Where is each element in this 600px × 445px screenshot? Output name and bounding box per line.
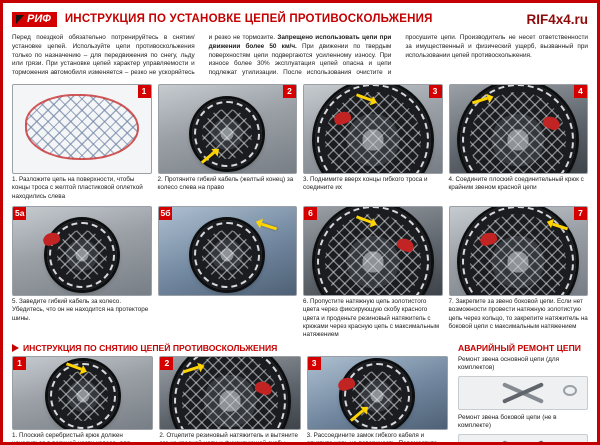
red-triangle-icon xyxy=(12,343,19,352)
removal-step-1: 1 1. Плоский серебристый крюк должен нах… xyxy=(12,355,154,445)
repair-tools-illustration xyxy=(458,375,588,410)
step-photo: 4 xyxy=(448,84,588,175)
install-step-7: 7 7. Закрепите за звено боковой цепи. Ес… xyxy=(448,206,588,339)
tire-illustration xyxy=(46,220,117,291)
step-number-badge: 3 xyxy=(428,85,442,99)
step-number-badge: 7 xyxy=(574,207,587,221)
tire-illustration xyxy=(342,361,413,429)
step-photo: 7 xyxy=(448,206,588,297)
install-step-6: 6 6. Пропустите натяжную цепь золотистог… xyxy=(303,206,443,339)
step-number-badge: 1 xyxy=(137,85,151,99)
step-number-badge: 4 xyxy=(574,85,587,99)
step-photo: 5а xyxy=(12,206,152,297)
install-step-5b: 5б xyxy=(157,206,297,339)
tire-illustration xyxy=(192,98,263,169)
install-step-3: 3 3. Поднимите вверх концы гибкого троса… xyxy=(303,84,443,201)
site-url: RIF4x4.ru xyxy=(526,11,588,27)
bottom-section: 1 1. Плоский серебристый крюк должен нах… xyxy=(12,355,588,445)
step-photo: 5б xyxy=(157,206,297,297)
logo-flag-icon xyxy=(16,14,24,24)
yellow-arrow-icon xyxy=(260,222,277,231)
intro-warning: Запрещено использовать цепи при движении… xyxy=(208,34,392,50)
step-number-badge: 5б xyxy=(158,207,173,221)
section-headers: ИНСТРУКЦИЯ ПО СНЯТИЮ ЦЕПЕЙ ПРОТИВОСКОЛЬЖ… xyxy=(12,343,588,353)
install-steps-grid: 1 1. Разложите цепь на поверхности, чтоб… xyxy=(12,84,588,339)
repair-item-main-chain: Ремонт звена основной цепи (для комплект… xyxy=(458,356,588,410)
step-photo: 3 xyxy=(306,355,448,430)
install-step-5a: 5а 5. Заведите гибкий кабель за колесо. … xyxy=(12,206,152,339)
repair-item-side-chain: Ремонт звена боковой цепи (не в комплект… xyxy=(458,413,588,442)
repair-title-text: АВАРИЙНЫЙ РЕМОНТ ЦЕПИ xyxy=(458,342,581,353)
tire-illustration xyxy=(460,85,577,174)
step-caption: 2. Протяните гибкий кабель (желтый конец… xyxy=(157,176,294,192)
step-caption: 4. Соедините плоский соединительный крюк… xyxy=(448,176,584,192)
step-caption: 7. Закрепите за звено боковой цепи. Если… xyxy=(448,298,588,330)
step-caption: 5. Заведите гибкий кабель за колесо. Убе… xyxy=(12,298,149,322)
step-caption: 1. Разложите цепь на поверхности, чтобы … xyxy=(12,176,143,200)
step-photo: 1 xyxy=(12,355,154,430)
step-number-badge: 5а xyxy=(13,207,27,221)
intro-part2: При движении по твердым поверхностям цеп… xyxy=(208,34,588,77)
install-step-4: 4 4. Соедините плоский соединительный кр… xyxy=(448,84,588,201)
step-number-badge: 2 xyxy=(160,356,174,370)
step-photo: 3 xyxy=(303,84,443,175)
removal-title-text: ИНСТРУКЦИЯ ПО СНЯТИЮ ЦЕПЕЙ ПРОТИВОСКОЛЬЖ… xyxy=(23,342,278,353)
removal-step-3: 3 3. Рассоедините замок гибкого кабеля и… xyxy=(306,355,448,445)
page-title: ИНСТРУКЦИЯ ПО УСТАНОВКЕ ЦЕПЕЙ ПРОТИВОСКО… xyxy=(64,13,433,25)
tire-illustration xyxy=(460,207,577,296)
step-caption: 6. Пропустите натяжную цепь золотистого … xyxy=(303,298,440,339)
repair-item-label: Ремонт звена основной цепи (для комплект… xyxy=(458,355,560,372)
step-number-badge: 6 xyxy=(304,207,317,221)
repair-tools-illustration xyxy=(458,434,588,442)
removal-section-title: ИНСТРУКЦИЯ ПО СНЯТИЮ ЦЕПЕЙ ПРОТИВОСКОЛЬЖ… xyxy=(12,343,448,353)
install-step-2: 2 2. Протяните гибкий кабель (желтый кон… xyxy=(157,84,297,201)
repair-section-title: АВАРИЙНЫЙ РЕМОНТ ЦЕПИ xyxy=(458,343,588,353)
step-caption: 1. Плоский серебристый крюк должен наход… xyxy=(12,431,131,445)
intro-part1: Перед поездкой обязательно потренируйтес… xyxy=(12,34,278,77)
chain-net-illustration xyxy=(25,94,139,161)
step-number-badge: 3 xyxy=(307,356,321,370)
removal-steps-grid: 1 1. Плоский серебристый крюк должен нах… xyxy=(12,355,448,445)
chain-link-icon xyxy=(563,384,577,396)
step-photo: 1 xyxy=(12,84,152,175)
tire-illustration xyxy=(192,220,263,291)
install-step-1: 1 1. Разложите цепь на поверхности, чтоб… xyxy=(12,84,152,201)
step-number-badge: 1 xyxy=(13,356,26,370)
step-caption: 3. Поднимите вверх концы гибкого троса и… xyxy=(303,176,428,192)
removal-step-2: 2 2. Отцепите резиновый натяжитель и выт… xyxy=(159,355,301,445)
step-caption: 2. Отцепите резиновый натяжитель и вытян… xyxy=(159,431,298,445)
logo-text: РИФ xyxy=(27,12,51,25)
repair-column: Ремонт звена основной цепи (для комплект… xyxy=(458,356,588,442)
intro-text: Перед поездкой обязательно потренируйтес… xyxy=(12,34,588,78)
repair-item-label: Ремонт звена боковой цепи (не в комплект… xyxy=(458,413,557,430)
step-photo: 2 xyxy=(159,355,301,430)
rif-logo: РИФ xyxy=(12,11,57,27)
page-header: РИФ ИНСТРУКЦИЯ ПО УСТАНОВКЕ ЦЕПЕЙ ПРОТИВ… xyxy=(12,9,588,29)
step-photo: 6 xyxy=(303,206,443,297)
step-number-badge: 2 xyxy=(283,85,296,99)
step-caption: 3. Рассоедините замок гибкого кабеля и о… xyxy=(306,431,438,445)
step-photo: 2 xyxy=(157,84,297,175)
